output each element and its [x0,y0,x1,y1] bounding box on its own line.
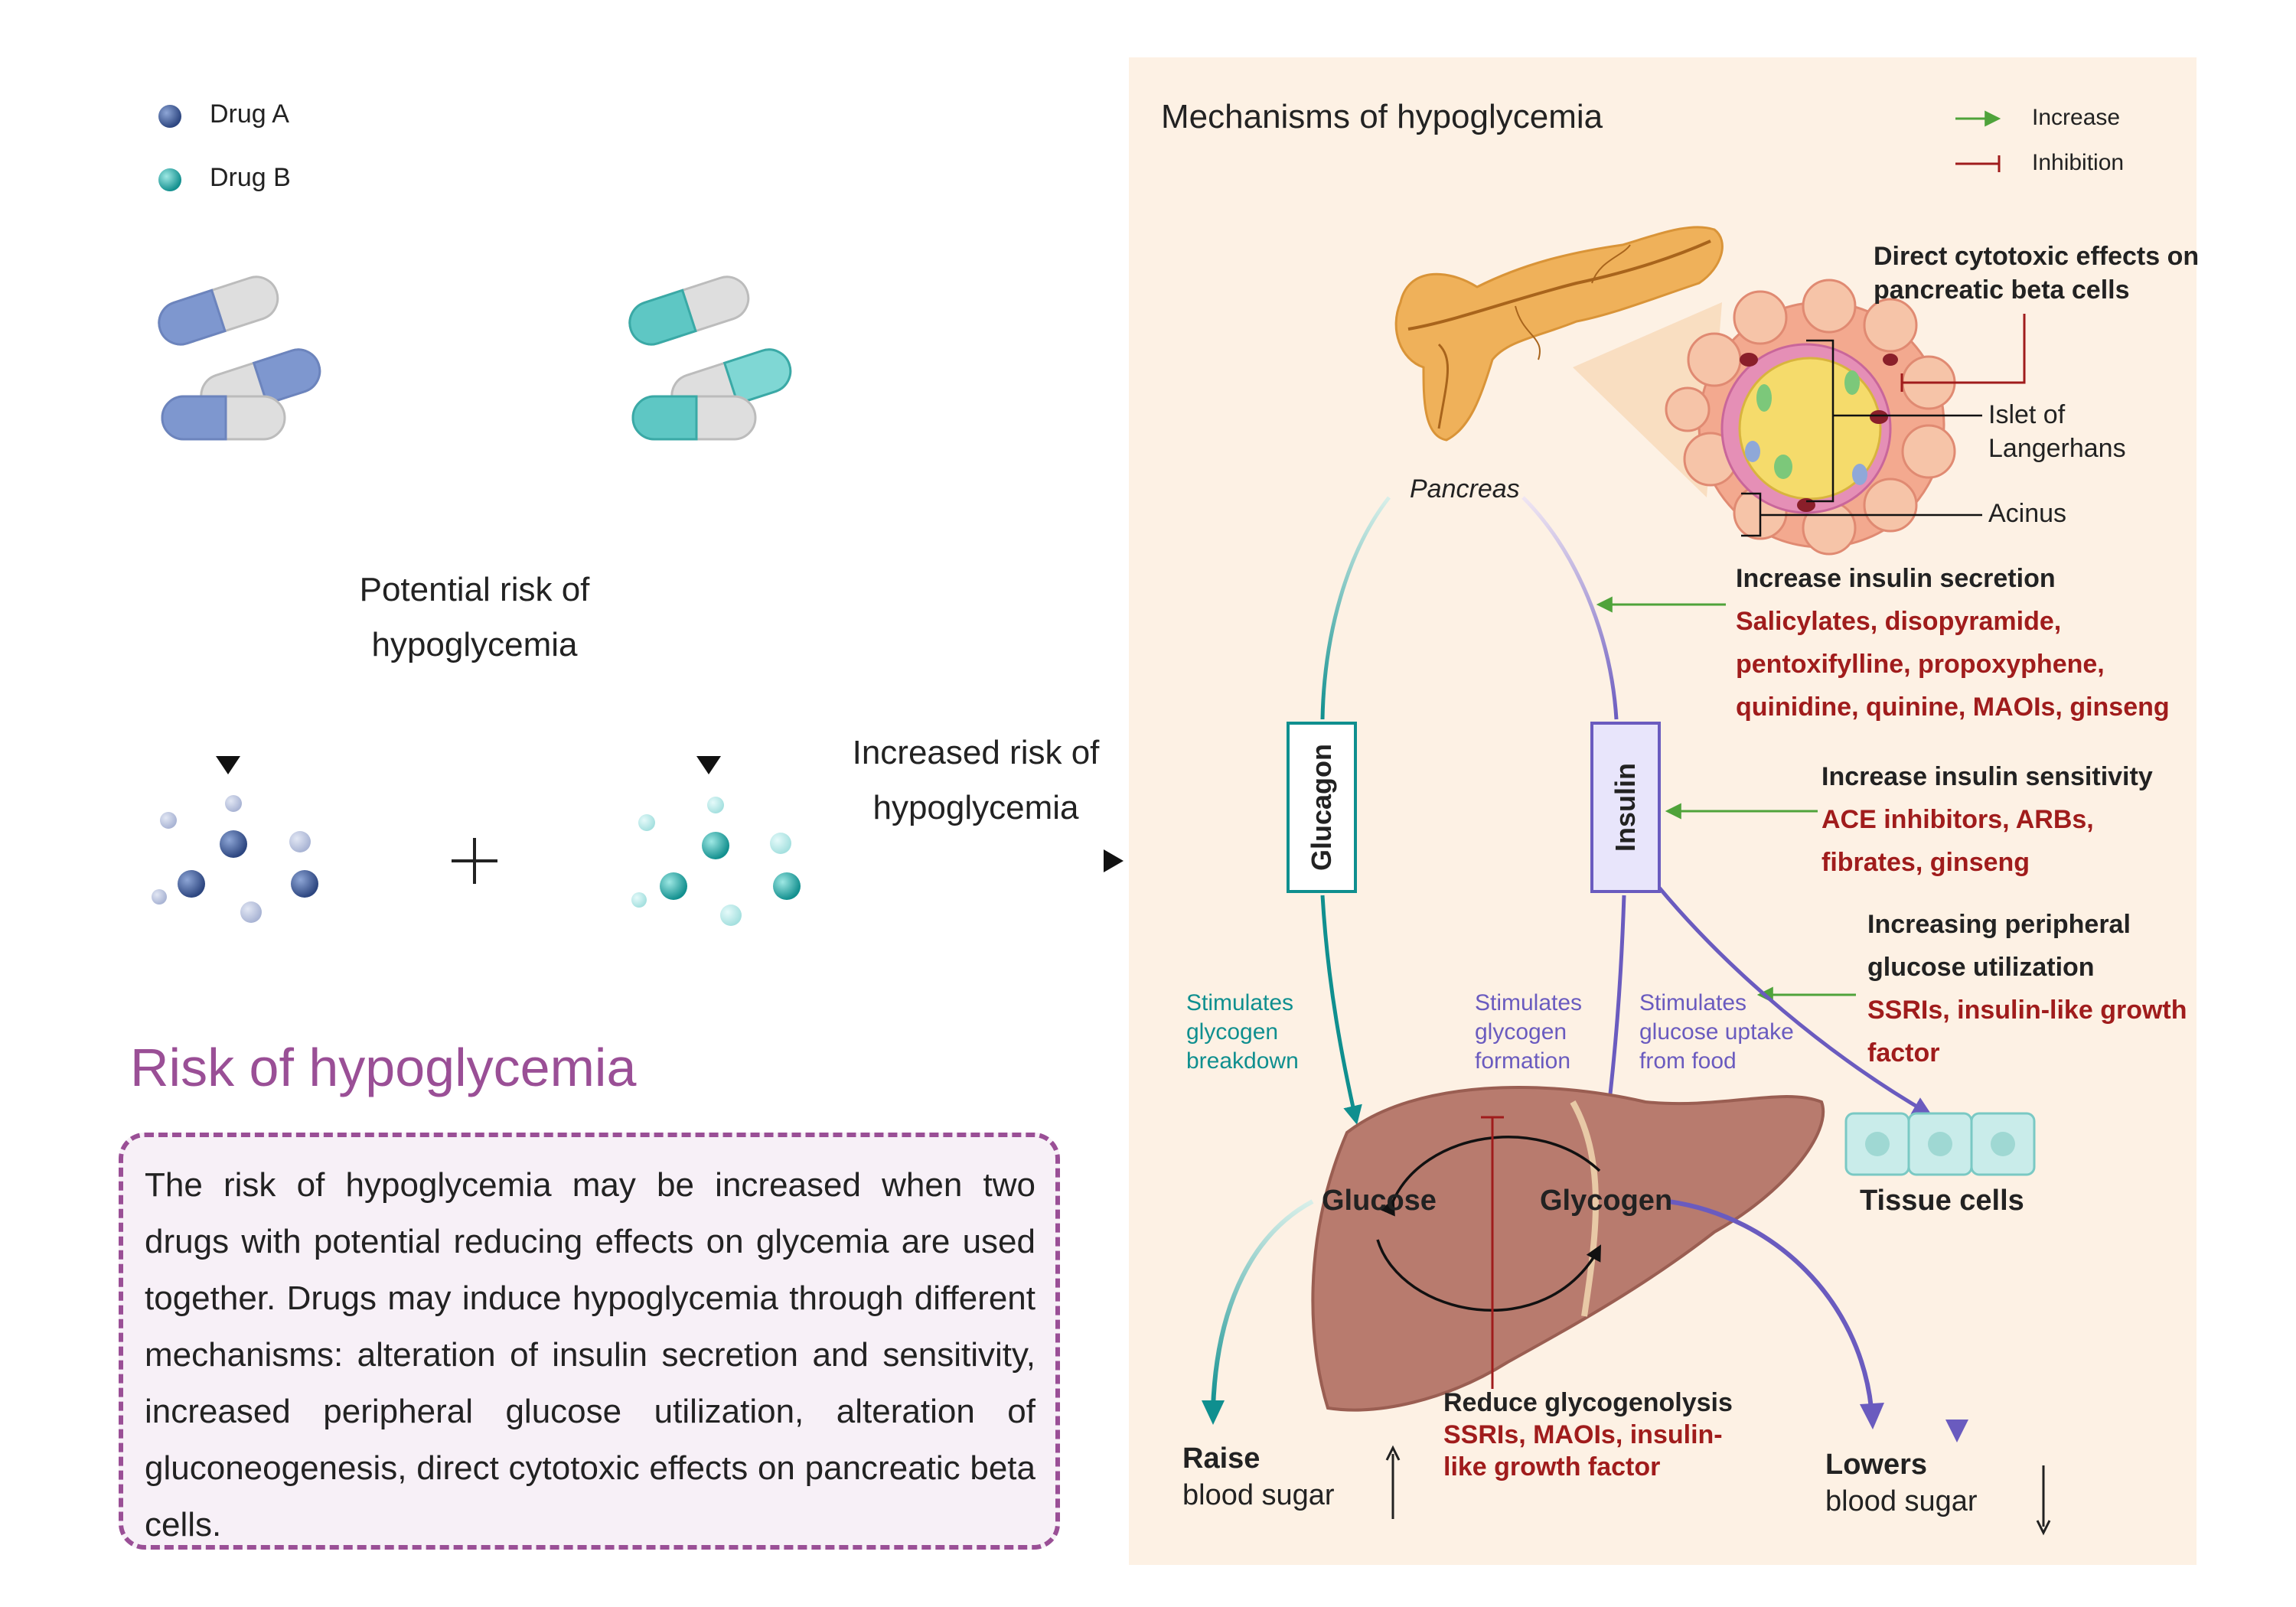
pancreas-to-glucagon-line [1320,496,1391,720]
glycogenolysis-block: Reduce glycogenolysis SSRIs, MAOIs, insu… [1443,1388,1733,1482]
lowers-blood-sugar: Lowers blood sugar [1825,1449,1978,1517]
drug-a-particles [152,795,318,923]
pancreas-to-insulin-line [1521,496,1619,720]
drug-b-particles [631,797,801,926]
stimulates-breakdown-label: Stimulates glycogen breakdown [1186,990,1299,1074]
risk-description-box: The risk of hypoglycemia may be increase… [119,1133,1060,1550]
pancreas-illustration [1394,226,1724,442]
tissue-cells-illustration [1844,1112,2036,1176]
glucagon-label: Glucagon [1306,743,1337,872]
insulin-to-tissue-arrow [1658,886,1932,1116]
legend-inhibition-label: Inhibition [2032,150,2125,175]
islet-callouts [1741,339,1982,537]
insulin-to-glycogen-arrow [1599,895,1626,1125]
glycogen-label: Glycogen [1540,1185,1673,1217]
raise-blood-sugar: Raise blood sugar [1182,1442,1335,1511]
drug-a-capsules [158,275,321,441]
liver-illustration [1311,1085,1825,1412]
risk-title: Risk of hypoglycemia [130,1038,637,1097]
insulin-box [1590,722,1661,893]
glucagon-box [1287,722,1357,893]
legend-increase-label: Increase [2032,105,2121,130]
cycle-top-arrow [1380,1136,1601,1217]
insulin-secretion-block: Increase insulin secretion Salicylates, … [1736,564,2170,722]
drug-a-dot [158,105,181,128]
risk-description: The risk of hypoglycemia may be increase… [145,1166,1035,1543]
glucose-raise-arrow [1211,1199,1314,1409]
insulin-label: Insulin [1609,763,1641,852]
cycle-bottom-arrow [1376,1239,1601,1312]
peripheral-utilization-block: Increasing peripheral glucose utilizatio… [1867,910,2187,1068]
islet-illustration [1665,279,1956,556]
drug-b-dot [158,168,181,191]
lowers-down-arrow [2036,1465,2051,1536]
glucagon-to-glucose-arrow [1320,895,1362,1125]
raise-up-arrow [1385,1445,1401,1519]
pancreas-label: Pancreas [1410,474,1520,504]
zoom-cone [1573,302,1722,497]
glycogenolysis-inhibition-line [1481,1116,1504,1389]
islet-label: Islet of Langerhans [1988,400,2126,463]
cytotoxic-inhibition-line [1900,314,2026,392]
potential-risk-label: Potential risk of hypoglycemia [359,571,590,663]
inhibition-legend-symbol [1955,155,2001,172]
stimulates-formation-label: Stimulates glycogen formation [1475,990,1583,1074]
acinus-label: Acinus [1988,499,2067,528]
glycogen-lowers-arrow [1668,1199,1874,1409]
mechanisms-title: Mechanisms of hypoglycemia [1161,98,1603,135]
cytotoxic-label: Direct cytotoxic effects on pancreatic b… [1874,242,2200,305]
plus-sign [452,838,497,884]
glucose-label: Glucose [1322,1185,1437,1217]
legend-drug-b-label: Drug B [210,163,291,192]
drug-b-capsules [628,275,792,441]
legend-drug-a-label: Drug A [210,99,289,129]
tissue-cells-label: Tissue cells [1860,1185,2024,1217]
insulin-sensitivity-block: Increase insulin sensitivity ACE inhibit… [1821,762,2153,877]
increased-risk-label: Increased risk of hypoglycemia [852,734,1100,826]
stimulates-uptake-label: Stimulates glucose uptake from food [1639,990,1794,1074]
